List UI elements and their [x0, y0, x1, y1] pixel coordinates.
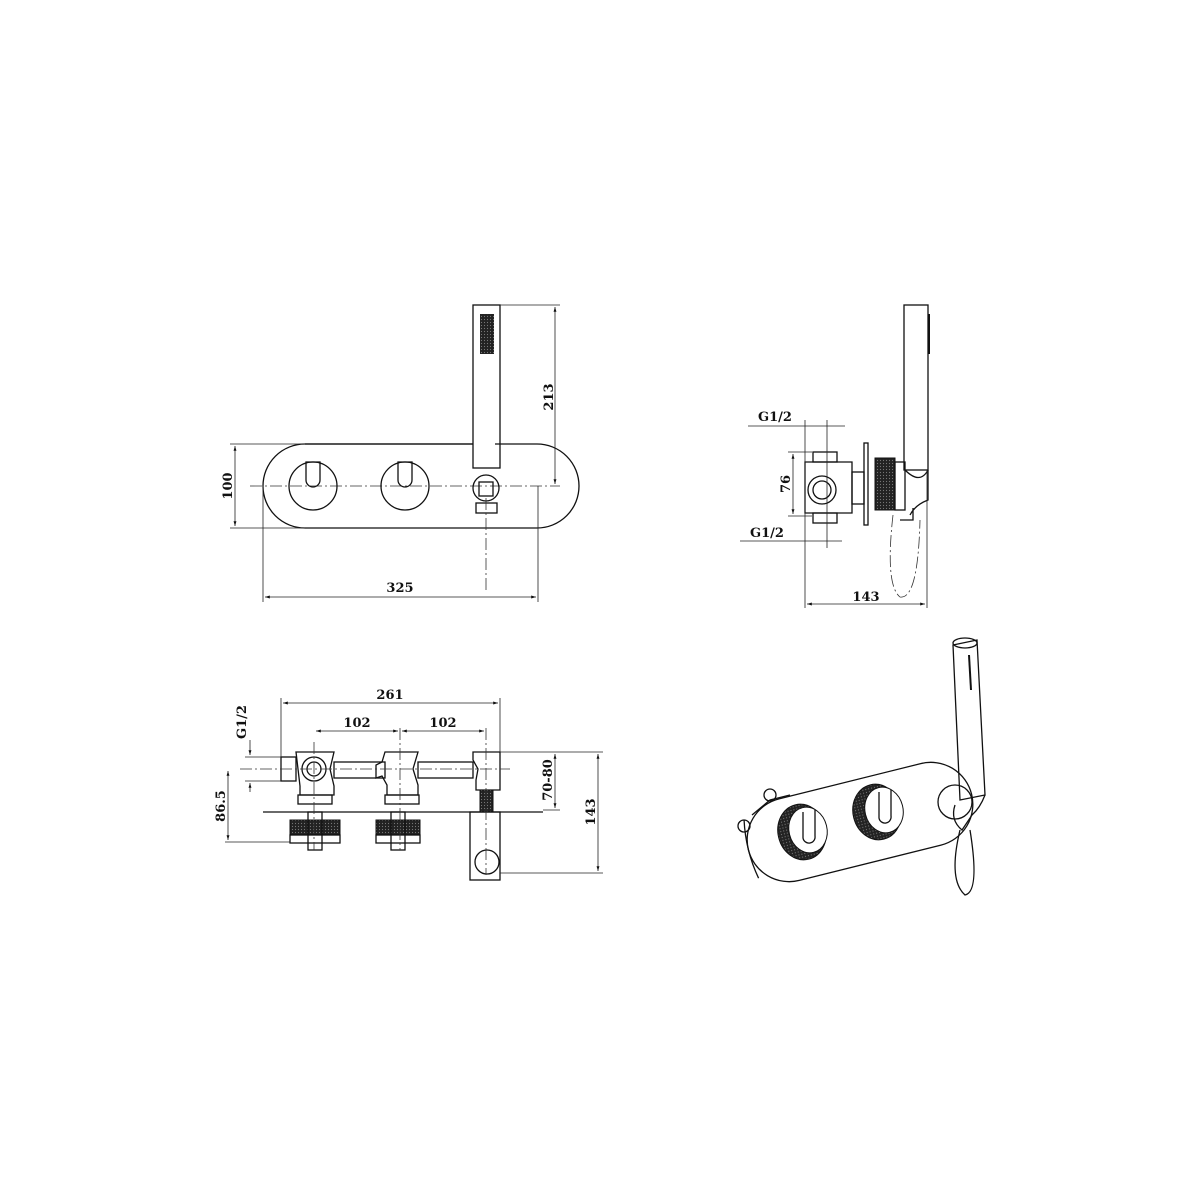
dim-height-100: 100	[221, 472, 236, 499]
dim-width-325: 325	[386, 581, 413, 596]
knob-right-top	[375, 811, 421, 851]
side-view: G1/2 76 G1/2 143	[740, 304, 930, 608]
dim-overall-261: 261	[376, 688, 403, 703]
dim-spacing-left-102: 102	[343, 716, 370, 731]
knob-left-top	[289, 811, 341, 851]
dim-inlet-top-g12: G1/2	[758, 410, 792, 425]
top-view: 261 102 102 G1/2 86.5 70-80 143	[214, 688, 603, 881]
dim-wall-depth-86-5: 86.5	[214, 790, 229, 822]
knurled-knob	[874, 457, 896, 511]
front-view: 100 213 325	[221, 304, 580, 602]
dim-depth-143: 143	[852, 590, 879, 605]
dim-inlet-g12: G1/2	[235, 705, 250, 739]
dim-body-76: 76	[779, 475, 794, 493]
holder-side	[469, 811, 501, 881]
wall-plate	[863, 442, 869, 526]
hand-shower-side	[903, 304, 929, 471]
knob-left	[288, 461, 338, 511]
dim-install-range-70-80: 70-80	[541, 759, 556, 801]
dim-spacing-right-102: 102	[429, 716, 456, 731]
knob-3d-left	[777, 803, 828, 861]
perspective-view	[737, 637, 986, 896]
dim-total-depth-143: 143	[584, 798, 599, 825]
dim-inlet-bottom-g12: G1/2	[750, 526, 784, 541]
knob-right	[380, 461, 430, 511]
dim-shower-213: 213	[542, 383, 557, 410]
spray-nozzles	[480, 314, 494, 354]
knob-3d-right	[852, 783, 904, 841]
hand-shower	[472, 304, 501, 514]
hand-shower-3d	[937, 637, 986, 896]
